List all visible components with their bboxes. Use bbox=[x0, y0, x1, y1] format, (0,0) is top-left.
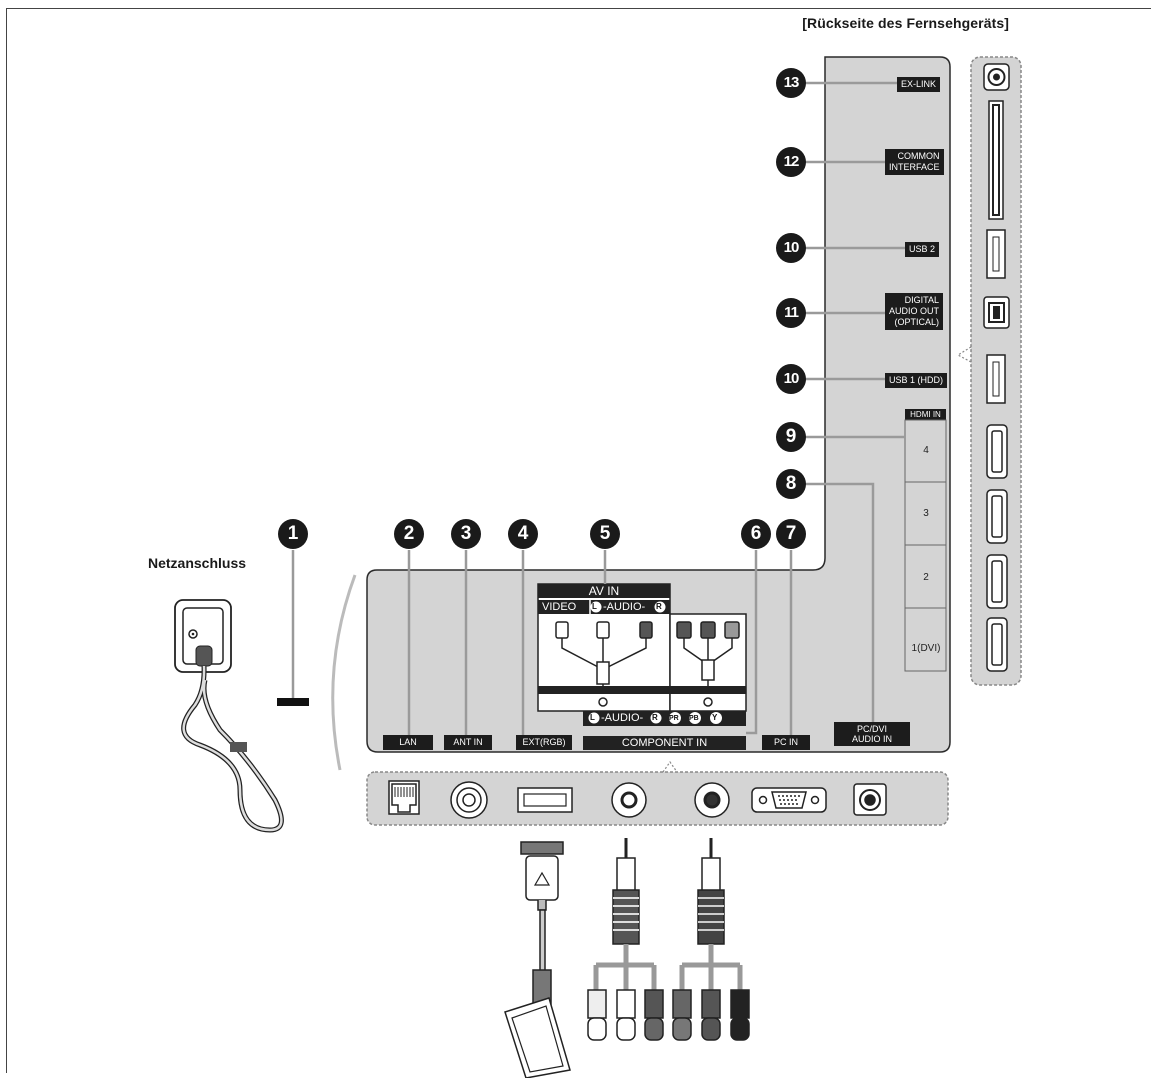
digital-audio-out-label: DIGITAL AUDIO OUT (OPTICAL) bbox=[885, 293, 944, 330]
vga-port-icon bbox=[751, 787, 827, 813]
comp-l-badge: L bbox=[590, 713, 595, 722]
scart-cable-illustration bbox=[504, 841, 571, 1078]
pc-audio-jack-icon bbox=[853, 783, 887, 816]
component-audio-jack-icon bbox=[694, 782, 730, 818]
callout-2: 2 bbox=[394, 519, 424, 549]
hdmi-port-1-label: 1(DVI) bbox=[911, 643, 941, 654]
callout-13: 13 bbox=[776, 68, 806, 98]
callout-8: 8 bbox=[776, 469, 806, 499]
pc-dvi-audio-in-label: PC/DVI AUDIO IN bbox=[834, 722, 910, 746]
callout-3: 3 bbox=[451, 519, 481, 549]
bottom-ports bbox=[388, 780, 887, 819]
power-cable-illustration bbox=[174, 599, 284, 833]
component-audio-label: -AUDIO- bbox=[601, 712, 644, 724]
common-interface-label: COMMON INTERFACE bbox=[885, 149, 944, 175]
callout-5: 5 bbox=[590, 519, 620, 549]
callout-7: 7 bbox=[776, 519, 806, 549]
pb-badge: PB bbox=[689, 715, 699, 722]
power-connection-title: Netzanschluss bbox=[148, 555, 247, 571]
ant-in-label: ANT IN bbox=[444, 735, 492, 750]
hdmi-in-column bbox=[904, 409, 947, 672]
av-in-label: AV IN bbox=[588, 584, 620, 598]
av-audio-label: -AUDIO- bbox=[603, 601, 646, 613]
av-rca-cable-illustration bbox=[587, 838, 664, 1041]
av-l-badge: L bbox=[592, 602, 597, 611]
hdmi-port-4-label: 4 bbox=[923, 445, 929, 456]
av-audio-jack-icon bbox=[611, 782, 647, 818]
hdmi-in-label: HDMI IN bbox=[910, 410, 941, 419]
callout-11: 11 bbox=[776, 298, 806, 328]
component-block bbox=[669, 613, 747, 712]
y-badge: Y bbox=[712, 713, 718, 722]
callout-10-usb1: 10 bbox=[776, 364, 806, 394]
component-cable-illustration bbox=[672, 838, 750, 1041]
hdmi-port-icons bbox=[986, 424, 1008, 672]
power-port-marker bbox=[277, 698, 309, 706]
lan-label: LAN bbox=[383, 735, 433, 750]
callout-12: 12 bbox=[776, 147, 806, 177]
callout-1: 1 bbox=[278, 519, 308, 549]
pc-in-label: PC IN bbox=[762, 735, 810, 750]
usb1-label: USB 1 (HDD) bbox=[885, 373, 948, 388]
page-title: [Rückseite des Fernsehgeräts] bbox=[802, 15, 1009, 31]
callout-9: 9 bbox=[776, 422, 806, 452]
callout-4: 4 bbox=[508, 519, 538, 549]
av-r-badge: R bbox=[656, 602, 662, 611]
hdmi-port-2-label: 2 bbox=[923, 572, 929, 583]
component-in-label: COMPONENT IN bbox=[621, 737, 708, 749]
exlink-label: EX-LINK bbox=[897, 77, 941, 92]
usb2-label: USB 2 bbox=[905, 242, 940, 257]
diagram-frame bbox=[6, 8, 1151, 1073]
side-ports bbox=[983, 63, 1010, 672]
hdmi-port-3-label: 3 bbox=[923, 508, 929, 519]
callout-10-usb2: 10 bbox=[776, 233, 806, 263]
pr-badge: PR bbox=[669, 715, 679, 722]
lan-port-icon bbox=[388, 780, 420, 815]
callout-6: 6 bbox=[741, 519, 771, 549]
bracket-curve bbox=[331, 574, 357, 771]
video-label: VIDEO bbox=[542, 601, 577, 613]
comp-r-badge: R bbox=[652, 713, 658, 722]
antenna-port-icon bbox=[450, 781, 488, 819]
leader-lines bbox=[291, 81, 905, 735]
scart-port-icon bbox=[517, 787, 573, 813]
tv-body-outline bbox=[366, 56, 951, 753]
ext-rgb-label: EXT(RGB) bbox=[516, 735, 572, 750]
